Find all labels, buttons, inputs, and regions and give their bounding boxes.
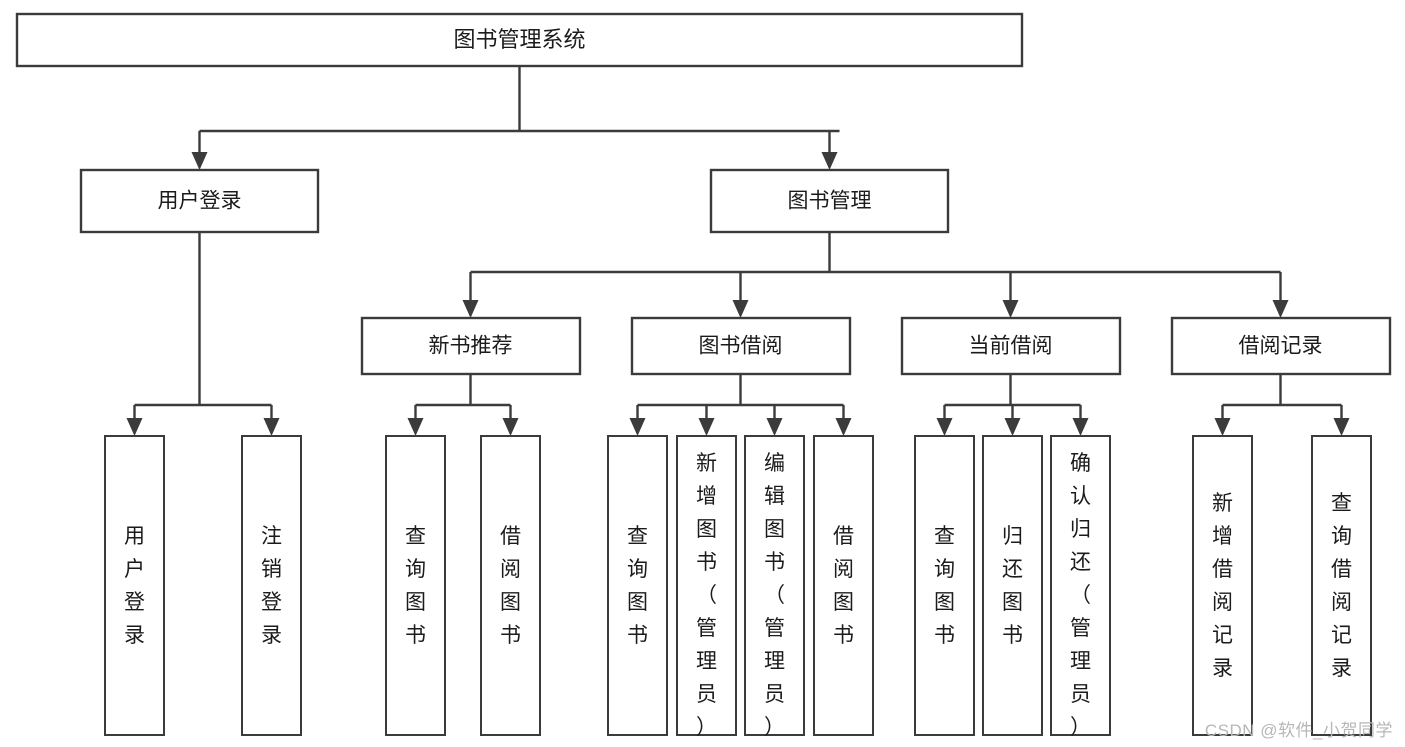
leaf-node[interactable]: 归还图书 xyxy=(982,435,1043,736)
new-book-recommend-label: 新书推荐 xyxy=(429,335,513,358)
arrow-to-book-borrow xyxy=(732,300,749,318)
node-current-borrow[interactable]: 当前借阅 xyxy=(900,316,1122,376)
leaf-node-layer: 用户登录 注销登录 查询图书 借阅图书 查询图书 新增图书（管理员） 编辑图书（管理员） 借阅… xyxy=(104,435,1372,739)
arrow-to-leaf-logout xyxy=(263,418,280,436)
leaf-borrow-book-label: 借阅图书 xyxy=(833,525,854,647)
leaf-confirm-return-admin-label: 确认归还（管理员） xyxy=(1070,452,1091,739)
node-root[interactable]: 图书管理系统 xyxy=(15,12,1024,68)
leaf-node[interactable]: 用户登录 xyxy=(104,435,165,736)
root-box[interactable] xyxy=(15,12,1024,68)
leaf-query-book-borrow-box[interactable] xyxy=(607,435,668,736)
edge-layer xyxy=(126,66,1350,436)
leaf-node[interactable]: 确认归还（管理员） xyxy=(1050,435,1111,739)
leaf-query-book-recommend-label: 查询图书 xyxy=(405,525,426,647)
book-borrow-box[interactable] xyxy=(630,316,852,376)
leaf-node[interactable]: 注销登录 xyxy=(241,435,302,736)
leaf-node[interactable]: 新增借阅记录 xyxy=(1192,435,1253,736)
leaf-node[interactable]: 借阅图书 xyxy=(813,435,874,736)
edge-borrow-record-branch xyxy=(1221,374,1343,418)
node-book-borrow[interactable]: 图书借阅 xyxy=(630,316,852,376)
leaf-user-login-label: 用户登录 xyxy=(124,525,145,647)
leaf-query-book-recommend-box[interactable] xyxy=(385,435,446,736)
leaf-query-borrow-record-label: 查询借阅记录 xyxy=(1331,492,1352,680)
arrow-to-leaf-borrow-book xyxy=(835,418,852,436)
book-manage-label: 图书管理 xyxy=(788,190,872,213)
arrow-to-leaf-add-borrow-record xyxy=(1214,418,1231,436)
node-user-login[interactable]: 用户登录 xyxy=(79,168,320,234)
leaf-logout-box[interactable] xyxy=(241,435,302,736)
edge-new-book-recommend-branch xyxy=(414,374,512,418)
node-book-manage[interactable]: 图书管理 xyxy=(709,168,950,234)
current-borrow-box[interactable] xyxy=(900,316,1122,376)
leaf-add-borrow-record-box[interactable] xyxy=(1192,435,1253,736)
edge-book-manage-branch xyxy=(469,232,1282,300)
leaf-query-book-current-box[interactable] xyxy=(914,435,975,736)
leaf-borrow-book-recommend-label: 借阅图书 xyxy=(500,525,521,647)
leaf-add-borrow-record-label: 新增借阅记录 xyxy=(1212,492,1233,680)
arrow-to-leaf-query-book-borrow xyxy=(629,418,646,436)
book-borrow-label: 图书借阅 xyxy=(699,335,783,358)
borrow-record-box[interactable] xyxy=(1170,316,1392,376)
leaf-node[interactable]: 编辑图书（管理员） xyxy=(744,435,805,739)
new-book-recommend-box[interactable] xyxy=(360,316,582,376)
book-manage-box[interactable] xyxy=(709,168,950,234)
user-login-label: 用户登录 xyxy=(158,190,242,213)
arrow-to-borrow-record xyxy=(1272,300,1289,318)
leaf-add-book-admin-box[interactable] xyxy=(676,435,737,736)
user-login-box[interactable] xyxy=(79,168,320,234)
edge-user-login-branch xyxy=(133,232,273,418)
leaf-confirm-return-admin-box[interactable] xyxy=(1050,435,1111,736)
arrow-to-leaf-query-borrow-record xyxy=(1333,418,1350,436)
leaf-edit-book-admin-box[interactable] xyxy=(744,435,805,736)
leaf-node[interactable]: 查询图书 xyxy=(607,435,668,736)
leaf-query-borrow-record-box[interactable] xyxy=(1311,435,1372,736)
edge-book-borrow-branch xyxy=(636,374,845,418)
arrow-to-leaf-confirm-return-admin xyxy=(1072,418,1089,436)
edge-current-borrow-branch xyxy=(943,374,1082,418)
node-borrow-record[interactable]: 借阅记录 xyxy=(1170,316,1392,376)
leaf-query-book-borrow-label: 查询图书 xyxy=(627,525,648,647)
node-new-book-recommend[interactable]: 新书推荐 xyxy=(360,316,582,376)
arrow-to-user-login xyxy=(191,152,208,170)
leaf-edit-book-admin-label: 编辑图书（管理员） xyxy=(764,452,785,739)
current-borrow-label: 当前借阅 xyxy=(969,335,1053,358)
arrow-to-book-manage xyxy=(821,152,838,170)
arrow-to-leaf-edit-book-admin xyxy=(766,418,783,436)
leaf-return-book-box[interactable] xyxy=(982,435,1043,736)
arrow-to-leaf-query-book-current xyxy=(936,418,953,436)
borrow-record-label: 借阅记录 xyxy=(1239,335,1323,358)
leaf-borrow-book-recommend-box[interactable] xyxy=(480,435,541,736)
arrow-to-leaf-borrow-book-recommend xyxy=(502,418,519,436)
edge-root-trunk xyxy=(198,66,840,152)
arrow-to-leaf-return-book xyxy=(1004,418,1021,436)
leaf-node[interactable]: 新增图书（管理员） xyxy=(676,435,737,739)
leaf-node[interactable]: 查询借阅记录 xyxy=(1311,435,1372,736)
leaf-node[interactable]: 查询图书 xyxy=(914,435,975,736)
leaf-node[interactable]: 查询图书 xyxy=(385,435,446,736)
leaf-user-login-box[interactable] xyxy=(104,435,165,736)
arrow-to-leaf-user-login xyxy=(126,418,143,436)
arrow-to-current-borrow xyxy=(1002,300,1019,318)
leaf-borrow-book-box[interactable] xyxy=(813,435,874,736)
arrow-to-leaf-add-book-admin xyxy=(698,418,715,436)
leaf-return-book-label: 归还图书 xyxy=(1002,525,1023,647)
leaf-add-book-admin-label: 新增图书（管理员） xyxy=(696,452,717,739)
arrow-to-new-book-recommend xyxy=(462,300,479,318)
leaf-node[interactable]: 借阅图书 xyxy=(480,435,541,736)
arrow-to-leaf-query-book-recommend xyxy=(407,418,424,436)
leaf-query-book-current-label: 查询图书 xyxy=(934,525,955,647)
leaf-logout-label: 注销登录 xyxy=(261,525,282,647)
root-label: 图书管理系统 xyxy=(453,27,585,52)
